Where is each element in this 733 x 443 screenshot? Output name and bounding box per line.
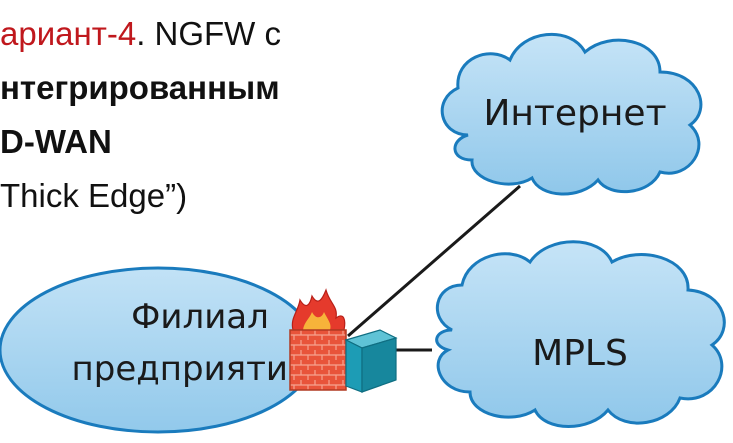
mpls-label: MPLS (532, 333, 628, 374)
title-line-3: D-WAN (0, 123, 112, 160)
branch-label-line-2: предприятия (72, 349, 309, 389)
title-line-4: Thick Edge”) (0, 177, 188, 214)
title-line-1-rest: . NGFW с (136, 15, 281, 52)
title-line-1: ариант-4. NGFW с (0, 14, 281, 53)
internet-label: Интернет (483, 93, 666, 134)
firewall-icon (289, 288, 347, 391)
title-variant-label: ариант-4 (0, 15, 137, 52)
router-device-icon (344, 329, 398, 393)
branch-office-node: Филиал предприятия (0, 266, 318, 434)
title-line-2: нтегрированным (0, 69, 280, 106)
link-branch-internet (347, 184, 521, 338)
branch-label-line-1: Филиал (131, 297, 269, 337)
mpls-cloud: MPLS (435, 240, 726, 428)
internet-cloud: Интернет (440, 32, 703, 196)
